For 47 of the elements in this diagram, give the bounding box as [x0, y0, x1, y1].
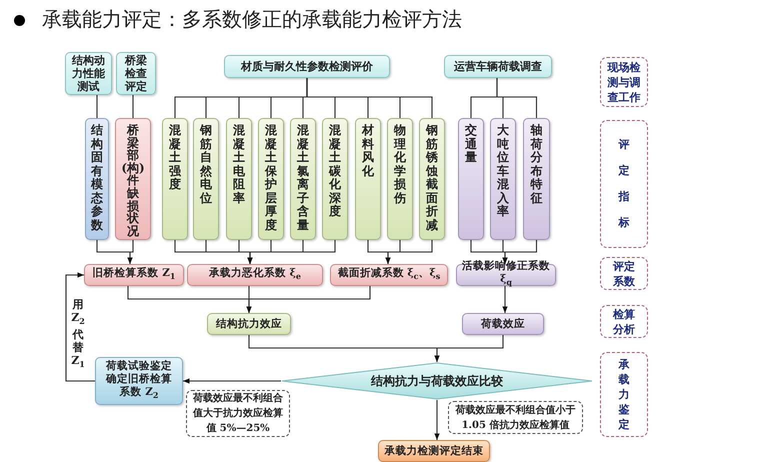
process-box: 承载力恶化系数 ξ$_{e}$ [187, 264, 323, 286]
stage-label-box: 评定系数 [600, 257, 648, 290]
note-box: 荷载效应最不利组合值小于 1.05 倍抗力效应检算值 [448, 401, 583, 434]
category-box: 桥梁检查评定 [116, 52, 156, 95]
indicator-box: 桥梁部(构)件缺损状况 [115, 118, 151, 240]
indicator-box: 轴荷分布特征 [523, 118, 550, 240]
indicator-box: 大吨位车混入率 [490, 118, 516, 240]
arrow [247, 240, 336, 264]
indicator-box: 混凝土电阻率 [226, 118, 252, 240]
indicator-box: 物理化学损伤 [387, 118, 413, 240]
indicator-box: 结构固有模态参数 [85, 118, 109, 240]
connector-line [96, 95, 98, 118]
indicator-box: 混凝土保护层厚度 [258, 118, 284, 240]
category-box: 材质与耐久性参数检测评价 [224, 55, 390, 78]
arrow [183, 378, 281, 384]
process-box: 截面折减系数 ξ$_{c}$、ξ$_{s}$ [330, 264, 448, 286]
indicator-box: 材料风化 [355, 118, 381, 240]
stage-label-box: 检算分析 [600, 305, 648, 338]
indicator-box: 混凝土氯离子含量 [290, 118, 316, 240]
process-box: 承载力检测评定结束 [378, 440, 490, 462]
arrow [246, 286, 371, 313]
indicator-box: 混凝土碳化深度 [322, 118, 348, 240]
connector-line [496, 78, 538, 118]
arrow [434, 400, 440, 440]
arrow [502, 286, 508, 313]
process-box: 旧桥检算系数 Z$_{1}$ [84, 264, 184, 286]
stage-label-box: 评定指标 [600, 120, 648, 248]
indicator-box: 钢筋锈蚀截面折减 [419, 118, 445, 240]
note-box: 荷载效应最不利组合值大于抗力效应检算值 5%—25% [186, 390, 290, 437]
process-box: 荷载试验鉴定确定旧桥检算系数 Z$_{2}$ [95, 357, 183, 405]
connector-line [132, 95, 134, 118]
arrow [502, 240, 538, 264]
process-box: 结构抗力效应 [207, 313, 291, 335]
indicator-box: 钢筋自然电位 [193, 118, 219, 240]
indicator-box: 混凝土强度 [162, 118, 188, 240]
arrow [127, 240, 134, 264]
arrow [385, 240, 433, 264]
arrow [434, 335, 504, 362]
connector-line [306, 78, 433, 118]
arrow [65, 272, 95, 382]
stage-label-box: 现场检测与调查工作 [600, 57, 648, 107]
indicator-box: 交通量 [458, 118, 484, 240]
stage-label-box: 承载力鉴定 [600, 352, 648, 437]
category-box: 结构动力性能测试 [65, 52, 112, 95]
title: 承载能力评定：多系数修正的承载能力检评方法 [42, 6, 462, 33]
category-box: 运营车辆荷载调查 [444, 55, 552, 78]
process-box: 荷载效应 [462, 313, 544, 335]
